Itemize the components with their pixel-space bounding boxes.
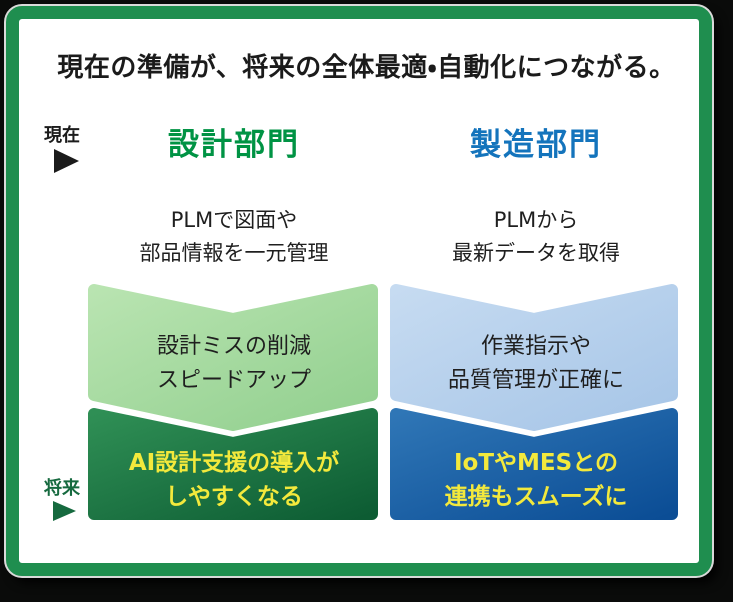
design-benefit-chevron <box>88 284 378 431</box>
future-label: 将来 <box>44 478 80 499</box>
mfg-current-text: PLMから 最新データを取得 <box>390 204 682 270</box>
design-column-heading: 設計部門 <box>168 127 300 163</box>
design-current-line1: PLMで図面や <box>170 208 298 232</box>
mfg-benefit-text: 作業指示や 品質管理が正確に <box>390 330 682 398</box>
future-arrow-icon <box>53 501 76 521</box>
design-benefit-text: 設計ミスの削減 スピードアップ <box>88 330 380 398</box>
design-future-text: AI設計支援の導入が しやすくなる <box>88 446 380 514</box>
now-label: 現在 <box>44 125 80 146</box>
mfg-future-line1: IoTやMESとの <box>454 450 618 476</box>
mfg-current-line2: 最新データを取得 <box>452 241 620 265</box>
mfg-current-line1: PLMから <box>493 208 579 232</box>
mfg-future-text: IoTやMESとの 連携もスムーズに <box>390 446 682 514</box>
design-current-line2: 部品情報を一元管理 <box>139 241 329 265</box>
mfg-benefit-chevron <box>390 284 678 431</box>
mfg-benefit-line1: 作業指示や <box>480 334 591 359</box>
now-arrow-icon <box>54 149 79 173</box>
design-benefit-line2: スピードアップ <box>156 368 311 393</box>
mfg-future-line2: 連携もスムーズに <box>444 484 628 510</box>
design-future-line1: AI設計支援の導入が <box>128 450 340 476</box>
page-title: 現在の準備が、将来の全体最適・自動化につながる。 <box>57 53 676 83</box>
mfg-column-heading: 製造部門 <box>470 127 602 163</box>
design-benefit-line1: 設計ミスの削減 <box>156 334 311 359</box>
mfg-future-chevron <box>390 408 678 520</box>
design-future-line2: しやすくなる <box>165 484 303 510</box>
mfg-benefit-line2: 品質管理が正確に <box>447 368 624 393</box>
design-current-text: PLMで図面や 部品情報を一元管理 <box>88 204 380 270</box>
design-future-chevron <box>88 408 378 520</box>
